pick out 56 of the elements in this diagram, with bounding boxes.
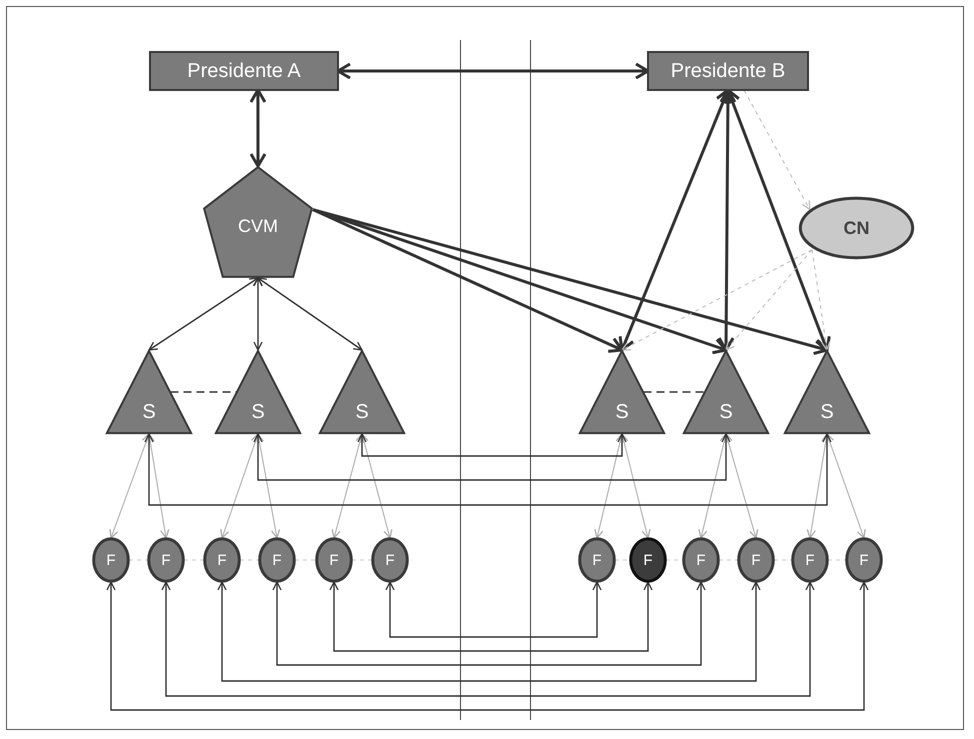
arrow [148,277,259,351]
arrow [253,277,263,351]
arrow [724,88,831,352]
arrow [825,433,866,539]
arrow [220,433,260,539]
arrow [619,433,651,539]
triangle-node: S [319,350,405,434]
arrow [146,433,170,539]
arrow [594,433,625,539]
ellipse-node: F [259,538,295,582]
triangle-node: S [683,350,769,434]
ellipse-node: F [372,538,408,582]
arrow [724,433,758,539]
arrow [257,277,363,351]
arrow [312,208,828,356]
dashed-connector [812,249,830,351]
ellipse-node: F [93,538,129,582]
arrow [217,581,761,682]
title-box: Presidente A [150,52,338,90]
arrow [385,581,602,638]
pentagon-node: CVM [203,166,313,278]
arrow [161,581,815,697]
arrow [698,433,729,539]
dashed-connector [644,391,704,393]
arrow [254,433,280,539]
ellipse-node: F [683,538,719,582]
arrow [106,581,869,711]
arrow [144,433,832,506]
ellipse-node: F [316,538,352,582]
arrow [249,88,266,168]
triangle-node: S [106,350,192,434]
triangle-node: S [784,350,870,434]
arrow [332,433,364,539]
ellipse-node: CN [798,197,915,259]
arrow [618,88,732,352]
ellipse-node: F [148,538,184,582]
arrow [253,433,731,481]
arrow [360,433,392,539]
ellipse-node: F [738,538,774,582]
dashed-connector [621,249,813,351]
arrow [272,581,706,666]
triangle-node: S [215,350,301,434]
ellipse-node: F [204,538,240,582]
arrow [312,208,624,353]
arrow [806,433,830,539]
arrow [109,433,151,539]
triangle-node: S [579,350,665,434]
arrow [329,581,653,652]
dashed-connector [725,249,813,351]
ellipse-node: F [792,538,828,582]
dashed-connector [744,90,810,210]
ellipse-node: F [579,538,615,582]
ellipse-node: F [846,538,882,582]
title-box: Presidente B [648,52,808,90]
ellipse-node: F [630,538,666,582]
arrow [357,433,627,457]
